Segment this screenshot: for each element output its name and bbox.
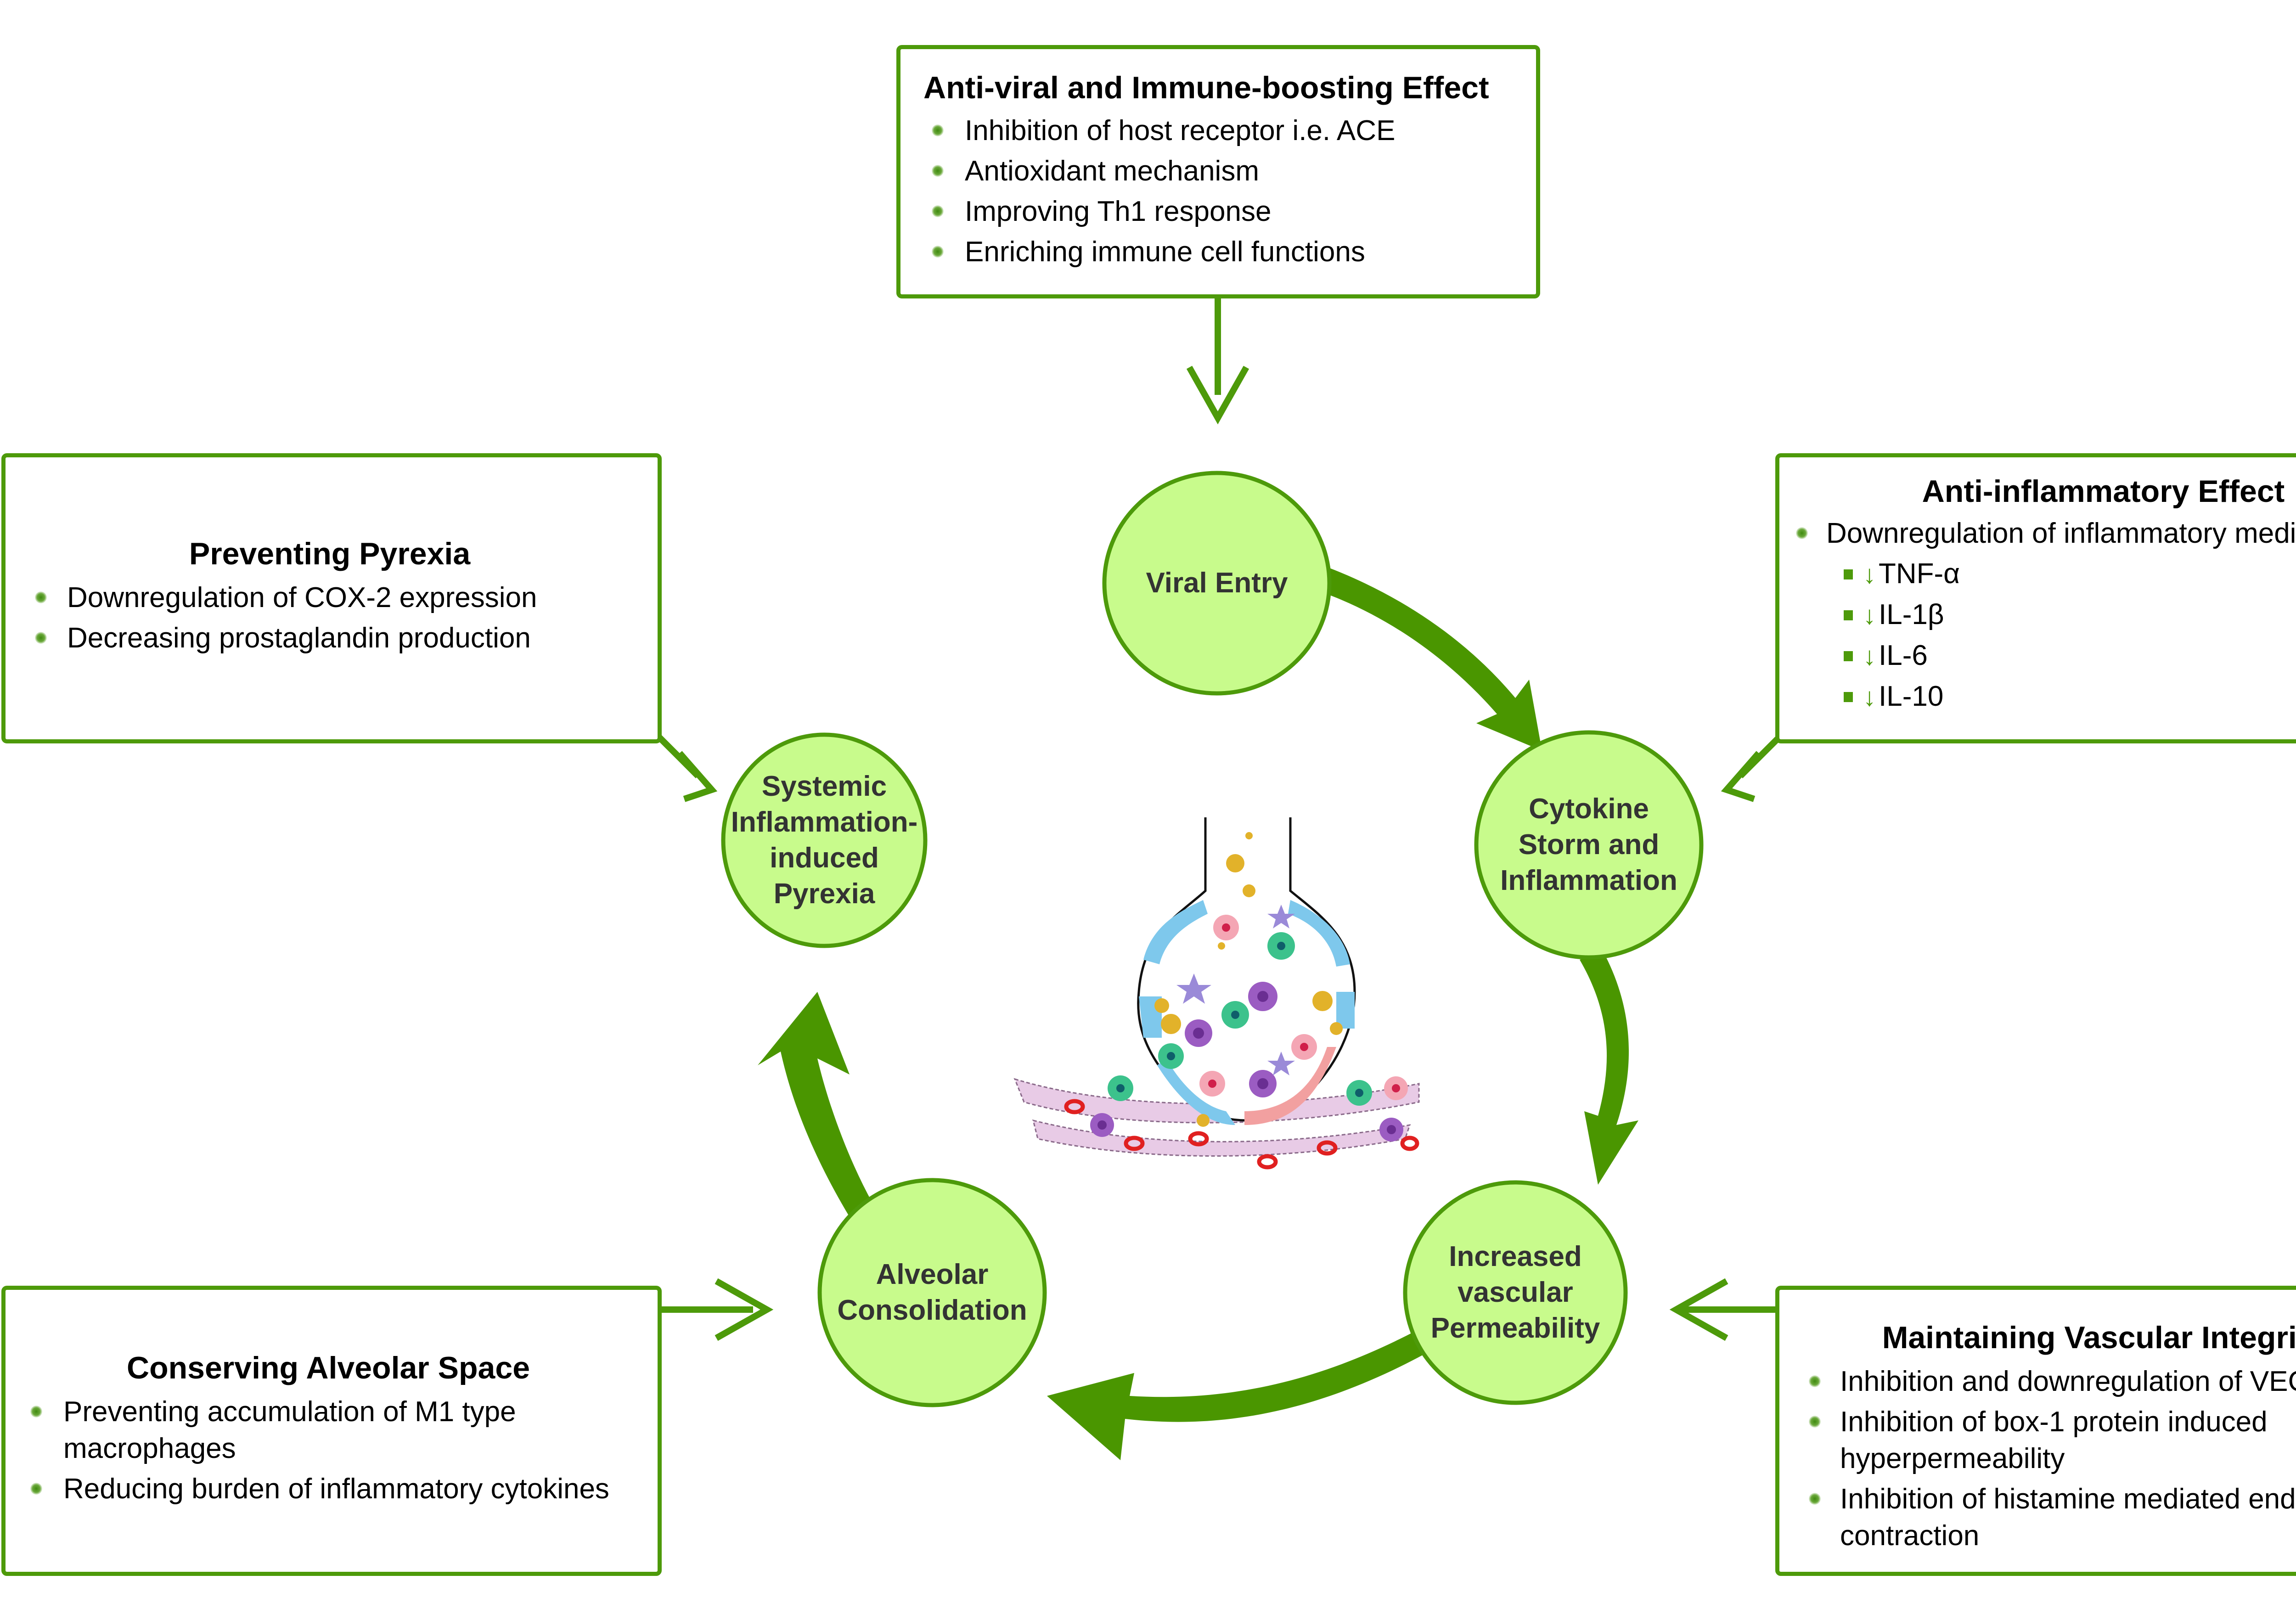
cycle-arrow-permeability-to-alveolar — [1047, 1332, 1424, 1460]
bullet-icon — [932, 164, 944, 177]
item-text: Reducing burden of inflammatory cytokine… — [63, 1473, 609, 1505]
list-item: Antioxidant mechanism — [919, 151, 1518, 191]
bullet-icon — [1809, 1492, 1821, 1505]
square-bullet-icon — [1844, 692, 1853, 702]
node-circle-viral-entry — [1102, 471, 1332, 696]
bullet-list: Downregulation of inflammatory mediators… — [1790, 513, 2296, 717]
node-viral-entry: Viral Entry — [1111, 478, 1322, 689]
effect-box-antiviral: Anti-viral and Immune-boosting Effect In… — [896, 45, 1540, 298]
list-item: Enriching immune cell functions — [919, 232, 1518, 272]
bullet-icon — [30, 1482, 42, 1495]
bullet-icon — [35, 631, 47, 644]
box-title: Conserving Alveolar Space — [126, 1350, 530, 1385]
bullet-list: Preventing accumulation of M1 type macro… — [13, 1392, 644, 1509]
list-item: Inhibition and downregulation of VEGF — [1790, 1361, 2296, 1402]
node-label: Alveolar Consolidation — [837, 1259, 1027, 1326]
bullet-icon — [35, 591, 47, 603]
sub-list-item: ↓IL-1β — [1790, 595, 2296, 636]
item-text: Downregulation of COX-2 expression — [67, 581, 537, 613]
item-text: Preventing accumulation of M1 type macro… — [63, 1395, 516, 1464]
down-arrow-icon: ↓ — [1863, 641, 1876, 670]
square-bullet-icon — [1844, 651, 1853, 661]
bullet-icon — [1796, 527, 1808, 539]
list-item: Inhibition of box-1 protein induced hype… — [1790, 1402, 2296, 1479]
item-text: Inhibition and downregulation of VEGF — [1840, 1365, 2296, 1397]
node-label: Cytokine Storm and Inflammation — [1500, 793, 1677, 896]
effect-box-pyrexia: Preventing Pyrexia Downregulation of COX… — [1, 453, 662, 743]
node-alveolar-consolidation: Alveolar Consolidation — [831, 1192, 1033, 1394]
list-item: Downregulation of COX-2 expression — [16, 578, 644, 618]
item-text: TNF-α — [1879, 557, 1960, 590]
virus-particles — [1154, 832, 1343, 1127]
item-text: Downregulation of inflammatory mediators — [1826, 517, 2296, 549]
list-item: Preventing accumulation of M1 type macro… — [13, 1392, 644, 1469]
list-item: Decreasing prostaglandin production — [16, 618, 644, 658]
item-text: Improving Th1 response — [965, 195, 1272, 227]
connector-pyrexia-to-systemic — [654, 732, 718, 802]
connector-antiinflam-to-cytokine — [1721, 732, 1784, 802]
cycle-arrow-cytokine-to-permeability — [1580, 951, 1638, 1185]
node-circle-cytokine-storm — [1474, 730, 1704, 960]
effect-box-alveolar: Conserving Alveolar Space Preventing acc… — [1, 1286, 662, 1576]
bullet-icon — [1809, 1375, 1821, 1387]
list-item: Reducing burden of inflammatory cytokine… — [13, 1469, 644, 1509]
item-text: Decreasing prostaglandin production — [67, 622, 531, 654]
bullet-icon — [30, 1405, 42, 1418]
node-vascular-permeability: Increased vascular Permeability — [1414, 1192, 1616, 1394]
connector-vascular-to-permeability — [1669, 1278, 1775, 1341]
sub-list-item: ↓IL-10 — [1790, 676, 2296, 717]
item-text: IL-10 — [1879, 680, 1944, 712]
node-systemic-pyrexia: Systemic Inflammation-induced Pyrexia — [731, 744, 918, 937]
node-cytokine-storm: Cytokine Storm and Inflammation — [1488, 744, 1690, 946]
list-item: Inhibition of histamine mediated endothe… — [1790, 1479, 2296, 1556]
list-item: Downregulation of inflammatory mediators — [1790, 513, 2296, 554]
cycle-arrow-alveolar-to-pyrexia — [758, 992, 872, 1217]
bullet-list: Downregulation of COX-2 expression Decre… — [16, 578, 644, 658]
node-label: Increased vascular Permeability — [1430, 1241, 1600, 1344]
node-label: Viral Entry — [1146, 567, 1288, 599]
immune-cells — [1090, 905, 1408, 1142]
sub-list-item: ↓IL-6 — [1790, 636, 2296, 676]
red-blood-cells — [1064, 1099, 1419, 1170]
box-title: Anti-inflammatory Effect — [1922, 474, 2285, 509]
connector-antiviral-to-viral-entry — [1186, 298, 1249, 425]
list-item: Inhibition of host receptor i.e. ACE — [919, 111, 1518, 151]
bullet-icon — [932, 245, 944, 258]
down-arrow-icon: ↓ — [1863, 559, 1876, 589]
bullet-list: Inhibition and downregulation of VEGF In… — [1790, 1361, 2296, 1556]
list-item: Improving Th1 response — [919, 191, 1518, 232]
item-text: Inhibition of host receptor i.e. ACE — [965, 114, 1396, 146]
bullet-icon — [932, 124, 944, 136]
item-text: Inhibition of histamine mediated endothe… — [1840, 1483, 2296, 1552]
connector-alveolar-to-consolidation — [662, 1278, 774, 1341]
alveolus-sac — [1137, 817, 1356, 1125]
alveolus-illustration — [1013, 817, 1420, 1170]
node-circle-systemic-pyrexia — [721, 732, 928, 948]
item-text: Enriching immune cell functions — [965, 236, 1365, 268]
box-title: Preventing Pyrexia — [189, 536, 471, 571]
effect-box-antiinflammatory: Anti-inflammatory Effect Downregulation … — [1775, 453, 2296, 743]
node-circle-alveolar-consolidation — [817, 1178, 1047, 1407]
square-bullet-icon — [1844, 569, 1853, 579]
node-label: Systemic Inflammation-induced Pyrexia — [731, 771, 918, 910]
bullet-icon — [932, 205, 944, 217]
square-bullet-icon — [1844, 610, 1853, 620]
item-text: IL-1β — [1879, 598, 1944, 630]
item-text: Inhibition of box-1 protein induced hype… — [1840, 1406, 2268, 1474]
bullet-icon — [1809, 1415, 1821, 1428]
bullet-list: Inhibition of host receptor i.e. ACE Ant… — [919, 111, 1518, 272]
cycle-arrow-viral-to-cytokine — [1322, 567, 1542, 751]
sub-list-item: ↓TNF-α — [1790, 554, 2296, 595]
item-text: Antioxidant mechanism — [965, 155, 1259, 187]
box-title: Anti-viral and Immune-boosting Effect — [923, 70, 1489, 105]
down-arrow-icon: ↓ — [1863, 600, 1876, 630]
effect-box-vascular: Maintaining Vascular Integrity Inhibitio… — [1775, 1286, 2296, 1576]
item-text: IL-6 — [1879, 639, 1928, 671]
node-circle-vascular-permeability — [1403, 1180, 1628, 1405]
box-title: Maintaining Vascular Integrity — [1882, 1320, 2296, 1355]
down-arrow-icon: ↓ — [1863, 682, 1876, 711]
